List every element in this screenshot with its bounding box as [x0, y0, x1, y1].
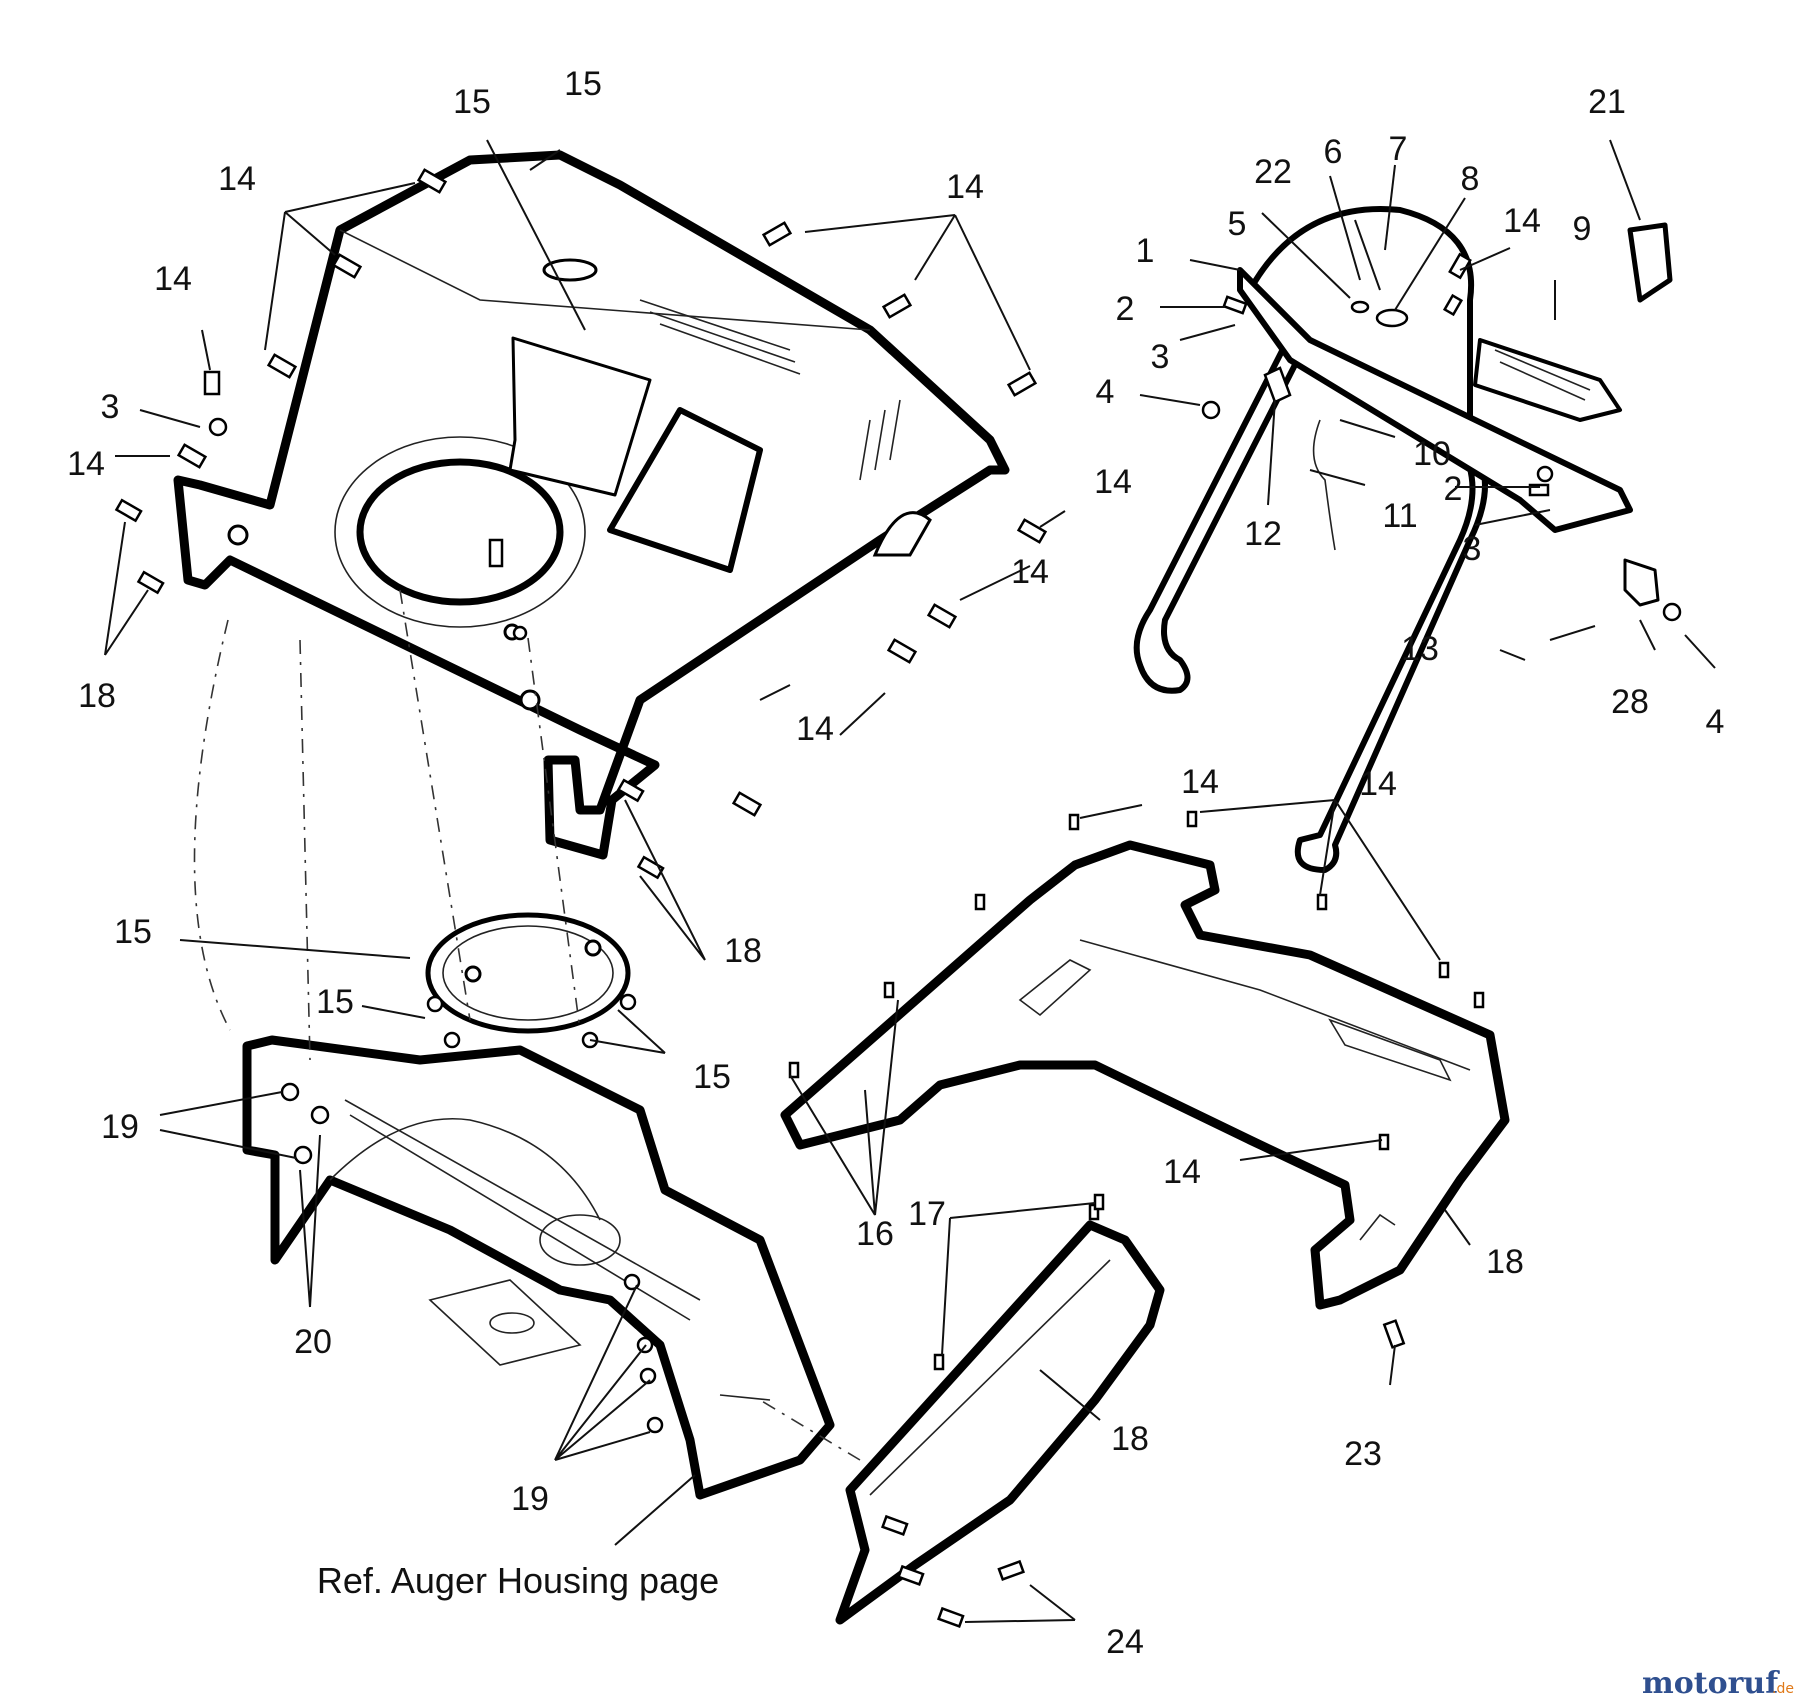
callout-12: 12	[1244, 515, 1282, 553]
callout-28: 28	[1611, 683, 1649, 721]
callout-21: 14	[154, 260, 192, 298]
callout-15: 17	[908, 1195, 946, 1233]
callout-19: 19	[511, 1480, 549, 1518]
callout-5: 5	[1228, 205, 1247, 243]
callout-15: 14	[1181, 763, 1219, 801]
callout-22: 15	[564, 65, 602, 103]
callout-3: 3	[101, 388, 120, 426]
callout-17: 18	[1111, 1420, 1149, 1458]
callout-25: 15	[453, 83, 491, 121]
belt-cover-part	[835, 1193, 1165, 1625]
callout-labels: 15 15 14 14 14 3 14 18 14 14 14 18 15 15…	[67, 65, 1724, 1661]
deflector-ring-part	[425, 912, 631, 1034]
hardware-fasteners	[114, 168, 1472, 1629]
auger-housing-part	[242, 1035, 835, 1500]
callout-3: 3	[1151, 338, 1170, 376]
callout-6: 6	[1324, 133, 1343, 171]
callout-20: 20	[294, 1323, 332, 1361]
callout-15: 14	[1163, 1153, 1201, 1191]
callout-14: 14	[218, 160, 256, 198]
callout-3: 3	[1463, 530, 1482, 568]
callout-18: 18	[78, 677, 116, 715]
callout-14: 14	[1503, 202, 1541, 240]
leader-lines	[104, 139, 1716, 1623]
callout-11: 11	[1382, 497, 1417, 535]
callout-24: 22	[1254, 153, 1292, 191]
callout-4: 4	[1706, 703, 1725, 741]
svg-text:motoruf: motoruf	[1642, 1666, 1780, 1701]
alignment-lines	[193, 589, 861, 1461]
shroud-part	[780, 810, 1510, 1310]
callout-14: 14	[1094, 463, 1132, 501]
callout-16: 18	[1486, 1243, 1524, 1281]
callout-2: 2	[1116, 290, 1135, 328]
callout-14: 14	[946, 168, 984, 206]
callout-14: 23	[1344, 1435, 1382, 1473]
callout-10: 10	[1413, 435, 1451, 473]
callout-19: 19	[101, 1108, 139, 1146]
callout-2: 2	[1444, 470, 1463, 508]
callout-14: 14	[1011, 553, 1049, 591]
callout-26: 15	[114, 913, 152, 951]
callout-4: 4	[1096, 373, 1115, 411]
callout-15: 14	[1359, 765, 1397, 803]
callout-7: 7	[1389, 130, 1408, 168]
callout-1: 1	[1136, 232, 1155, 270]
reference-note: Ref. Auger Housing page	[317, 1560, 719, 1601]
callout-18: 18	[724, 932, 762, 970]
handle-assembly-part	[1133, 206, 1682, 873]
svg-text:.de: .de	[1772, 1681, 1794, 1697]
watermark-logo: motoruf .de	[1642, 1666, 1794, 1701]
callout-27: 15	[693, 1058, 731, 1096]
callout-8: 8	[1461, 160, 1480, 198]
callout-27: 15	[316, 983, 354, 1021]
callout-18: 24	[1106, 1623, 1144, 1661]
callout-15: 16	[856, 1215, 894, 1253]
callout-23: 21	[1588, 83, 1626, 121]
callout-14: 14	[796, 710, 834, 748]
callout-9: 9	[1573, 210, 1592, 248]
callout-13: 13	[1401, 630, 1439, 668]
chute-housing-part	[173, 150, 1010, 860]
callout-14: 14	[67, 445, 105, 483]
